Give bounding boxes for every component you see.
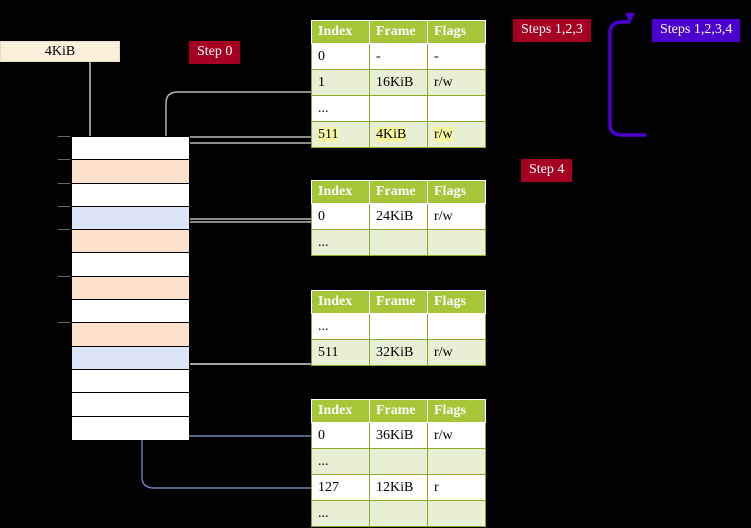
table-header-row: Index Frame Flags bbox=[311, 20, 486, 44]
page-table-level-4[interactable]: Index Frame Flags 0 36KiB r/w ... 127 12… bbox=[311, 399, 486, 527]
cell-flags: - bbox=[427, 43, 486, 70]
cell-index: 511 bbox=[311, 121, 370, 148]
table-row[interactable]: 127 12KiB r bbox=[311, 474, 486, 501]
col-header-frame: Frame bbox=[369, 20, 428, 44]
cell-index: ... bbox=[311, 448, 370, 475]
cell-frame bbox=[369, 500, 428, 527]
cell-flags bbox=[427, 448, 486, 475]
grid-tick-mark bbox=[58, 182, 70, 184]
memory-frame-row[interactable] bbox=[72, 416, 189, 440]
cell-flags: r bbox=[427, 474, 486, 501]
grid-tick-mark bbox=[58, 159, 70, 161]
table-row[interactable]: 511 32KiB r/w bbox=[311, 339, 486, 366]
table-row[interactable]: 0 36KiB r/w bbox=[311, 422, 486, 449]
col-header-index: Index bbox=[311, 399, 370, 423]
badge-step-0: Step 0 bbox=[189, 41, 241, 64]
badge-steps-123: Steps 1,2,3 bbox=[513, 19, 591, 42]
col-header-index: Index bbox=[311, 20, 370, 44]
badge-steps-1234: Steps 1,2,3,4 bbox=[652, 19, 741, 42]
cell-flags: r/w bbox=[427, 121, 486, 148]
memory-frame-row[interactable] bbox=[72, 230, 189, 254]
table-row[interactable]: ... bbox=[311, 500, 486, 527]
cell-index: 127 bbox=[311, 474, 370, 501]
col-header-flags: Flags bbox=[427, 20, 486, 44]
cell-index-text: 511 bbox=[318, 126, 339, 142]
cell-flags bbox=[427, 95, 486, 122]
table-row[interactable]: ... bbox=[311, 448, 486, 475]
memory-size-label: 4KiB bbox=[0, 41, 120, 62]
cell-frame: 12KiB bbox=[369, 474, 428, 501]
table-header-row: Index Frame Flags bbox=[311, 290, 486, 314]
memory-frame-row[interactable] bbox=[72, 253, 189, 277]
cell-index: 0 bbox=[311, 43, 370, 70]
cell-flags: r/w bbox=[427, 69, 486, 96]
cell-frame bbox=[369, 95, 428, 122]
memory-frame-row[interactable] bbox=[72, 346, 189, 370]
memory-frame-row[interactable] bbox=[72, 137, 189, 161]
col-header-index: Index bbox=[311, 290, 370, 314]
memory-frame-row[interactable] bbox=[72, 160, 189, 184]
col-header-frame: Frame bbox=[369, 180, 428, 204]
cell-index: ... bbox=[311, 229, 370, 256]
table-row-highlighted[interactable]: 511 4KiB r/w bbox=[311, 121, 486, 148]
cell-flags bbox=[427, 229, 486, 256]
table-row[interactable]: 0 24KiB r/w bbox=[311, 203, 486, 230]
cell-flags bbox=[427, 500, 486, 527]
memory-frame-row[interactable] bbox=[72, 276, 189, 301]
cell-flags: r/w bbox=[427, 339, 486, 366]
cell-index: 0 bbox=[311, 422, 370, 449]
col-header-frame: Frame bbox=[369, 290, 428, 314]
grid-tick-mark bbox=[58, 322, 70, 324]
cell-index: 1 bbox=[311, 69, 370, 96]
cell-frame: 32KiB bbox=[369, 339, 428, 366]
cell-flags bbox=[427, 313, 486, 340]
memory-frame-row[interactable] bbox=[72, 300, 189, 324]
grid-tick-mark bbox=[58, 205, 70, 207]
cell-index: 0 bbox=[311, 203, 370, 230]
grid-tick-mark bbox=[58, 229, 70, 231]
page-table-level-2[interactable]: Index Frame Flags 0 24KiB r/w ... bbox=[311, 180, 486, 256]
cell-flags: r/w bbox=[427, 203, 486, 230]
cell-frame: - bbox=[369, 43, 428, 70]
memory-frame-row[interactable] bbox=[72, 183, 189, 207]
cell-flags: r/w bbox=[427, 422, 486, 449]
memory-frame-row[interactable] bbox=[72, 323, 189, 347]
cell-frame-text: 4KiB bbox=[376, 126, 407, 142]
grid-tick-mark bbox=[58, 275, 70, 277]
col-header-flags: Flags bbox=[427, 180, 486, 204]
memory-frame-grid bbox=[71, 136, 190, 440]
table-row[interactable]: ... bbox=[311, 313, 486, 340]
table-header-row: Index Frame Flags bbox=[311, 399, 486, 423]
cell-index: ... bbox=[311, 500, 370, 527]
col-header-frame: Frame bbox=[369, 399, 428, 423]
table-row[interactable]: 0 - - bbox=[311, 43, 486, 70]
badge-step-4: Step 4 bbox=[521, 159, 573, 182]
cell-frame: 16KiB bbox=[369, 69, 428, 96]
col-header-flags: Flags bbox=[427, 399, 486, 423]
col-header-index: Index bbox=[311, 180, 370, 204]
cell-frame: 4KiB bbox=[369, 121, 428, 148]
col-header-flags: Flags bbox=[427, 290, 486, 314]
cell-frame bbox=[369, 229, 428, 256]
page-table-level-3[interactable]: Index Frame Flags ... 511 32KiB r/w bbox=[311, 290, 486, 366]
grid-tick-mark bbox=[58, 136, 70, 137]
table-row[interactable]: ... bbox=[311, 229, 486, 256]
cell-index: 511 bbox=[311, 339, 370, 366]
cell-frame bbox=[369, 313, 428, 340]
cell-frame: 36KiB bbox=[369, 422, 428, 449]
memory-frame-row[interactable] bbox=[72, 393, 189, 417]
cell-index: ... bbox=[311, 313, 370, 340]
table-row[interactable]: ... bbox=[311, 95, 486, 122]
table-row[interactable]: 1 16KiB r/w bbox=[311, 69, 486, 96]
cell-flags-text: r/w bbox=[434, 126, 453, 142]
cell-frame: 24KiB bbox=[369, 203, 428, 230]
memory-frame-row[interactable] bbox=[72, 370, 189, 394]
page-table-level-1[interactable]: Index Frame Flags 0 - - 1 16KiB r/w ... bbox=[311, 20, 486, 148]
table-header-row: Index Frame Flags bbox=[311, 180, 486, 204]
cell-index: ... bbox=[311, 95, 370, 122]
memory-frame-row[interactable] bbox=[72, 206, 189, 231]
cell-frame bbox=[369, 448, 428, 475]
